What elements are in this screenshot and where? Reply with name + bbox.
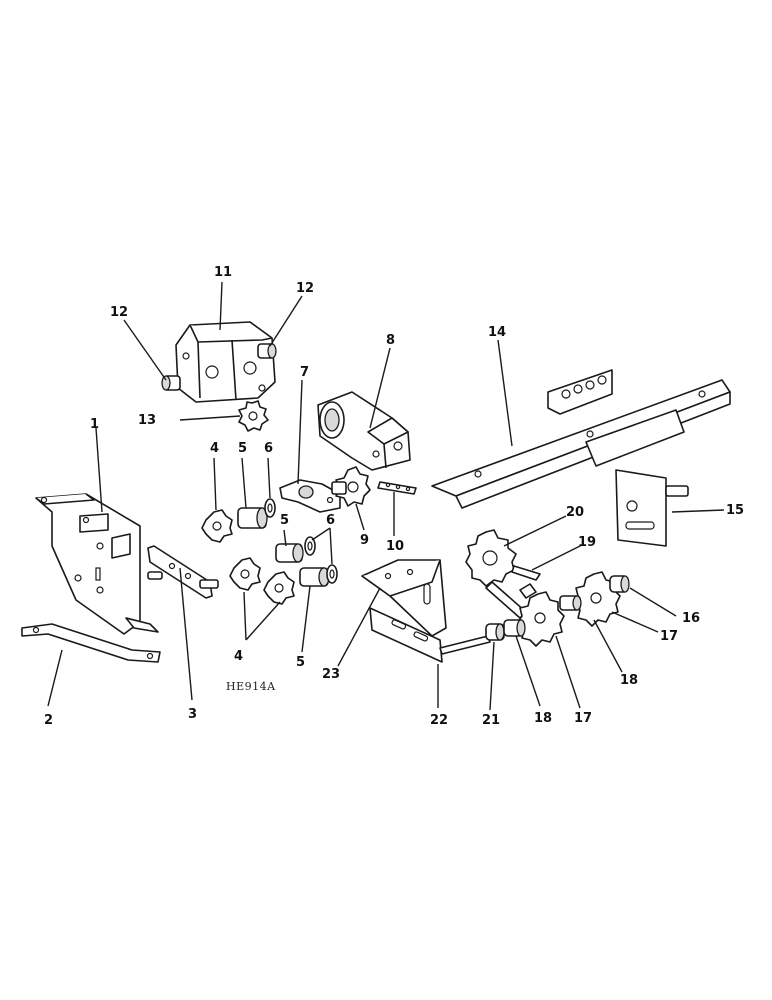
callout-15: 15 bbox=[726, 503, 744, 518]
part-22-shaft-plate bbox=[369, 607, 491, 663]
part-5-bushing-lower bbox=[299, 567, 330, 587]
part-9-hub-sprocket bbox=[331, 466, 371, 507]
part-8-roller-housing bbox=[317, 391, 411, 471]
part-12-bushing-right bbox=[257, 343, 277, 359]
part-14-angle-bar bbox=[431, 369, 731, 509]
part-21-bushing bbox=[485, 623, 505, 641]
callout-7: 7 bbox=[300, 365, 309, 380]
drawing-id: HE914A bbox=[226, 680, 276, 693]
callout-3: 3 bbox=[188, 707, 197, 722]
part-6-washer-upper bbox=[264, 498, 276, 518]
part-18-spacer-right bbox=[559, 595, 582, 611]
callout-8: 8 bbox=[386, 333, 395, 348]
part-6-washer-middle bbox=[304, 536, 316, 556]
callout-20: 20 bbox=[566, 505, 584, 520]
callout-18-right: 18 bbox=[620, 673, 638, 688]
callout-5-lower: 5 bbox=[296, 655, 305, 670]
callout-12-right: 12 bbox=[296, 281, 314, 296]
part-4-sprocket-lower bbox=[263, 571, 295, 605]
callout-1: 1 bbox=[90, 417, 99, 432]
part-2-strap bbox=[21, 623, 161, 663]
part-17-sprocket-center bbox=[517, 591, 565, 647]
callout-5-middle: 5 bbox=[280, 513, 289, 528]
part-6-washer-lower bbox=[326, 564, 338, 584]
part-12-bushing-left bbox=[161, 375, 181, 391]
callout-17-right: 17 bbox=[660, 629, 678, 644]
part-18-spacer-center bbox=[503, 619, 526, 637]
callout-16: 16 bbox=[682, 611, 700, 626]
callout-13: 13 bbox=[138, 413, 156, 428]
callout-14: 14 bbox=[488, 325, 506, 340]
callout-4-lower: 4 bbox=[234, 649, 243, 664]
part-5-bushing-upper bbox=[237, 507, 268, 529]
callout-6-upper: 6 bbox=[264, 441, 273, 456]
callout-18-center: 18 bbox=[534, 711, 552, 726]
callout-6-lower: 6 bbox=[326, 513, 335, 528]
part-3-stud-bar bbox=[147, 545, 219, 599]
callout-5-upper: 5 bbox=[238, 441, 247, 456]
callout-10: 10 bbox=[386, 539, 404, 554]
callout-22: 22 bbox=[430, 713, 448, 728]
part-16-cap bbox=[609, 575, 630, 593]
part-5-bushing-middle bbox=[275, 543, 304, 563]
callout-9: 9 bbox=[360, 533, 369, 548]
part-23-angle-bracket bbox=[361, 559, 447, 637]
part-1-main-bracket bbox=[35, 493, 159, 635]
callout-21: 21 bbox=[482, 713, 500, 728]
part-20-large-sprocket bbox=[465, 529, 517, 587]
part-7-bearing-bracket bbox=[279, 479, 341, 513]
callout-23: 23 bbox=[322, 667, 340, 682]
callout-labels: 1 2 3 4 4 5 5 5 6 6 7 8 9 10 11 12 12 13… bbox=[44, 265, 744, 728]
callout-11: 11 bbox=[214, 265, 232, 280]
part-10-connector-strip bbox=[377, 481, 417, 495]
leader-lines bbox=[47, 281, 725, 711]
part-4-sprocket-upper bbox=[201, 509, 233, 543]
part-11-gear-housing bbox=[175, 321, 276, 403]
callout-2: 2 bbox=[44, 713, 53, 728]
callout-19: 19 bbox=[578, 535, 596, 550]
part-4-sprocket-middle bbox=[229, 557, 261, 591]
callout-12-left: 12 bbox=[110, 305, 128, 320]
callout-17-center: 17 bbox=[574, 711, 592, 726]
callout-4-upper: 4 bbox=[210, 441, 219, 456]
part-13-sprocket bbox=[238, 400, 269, 432]
part-19-chain bbox=[485, 565, 541, 619]
part-15-mount-plate bbox=[615, 469, 689, 547]
